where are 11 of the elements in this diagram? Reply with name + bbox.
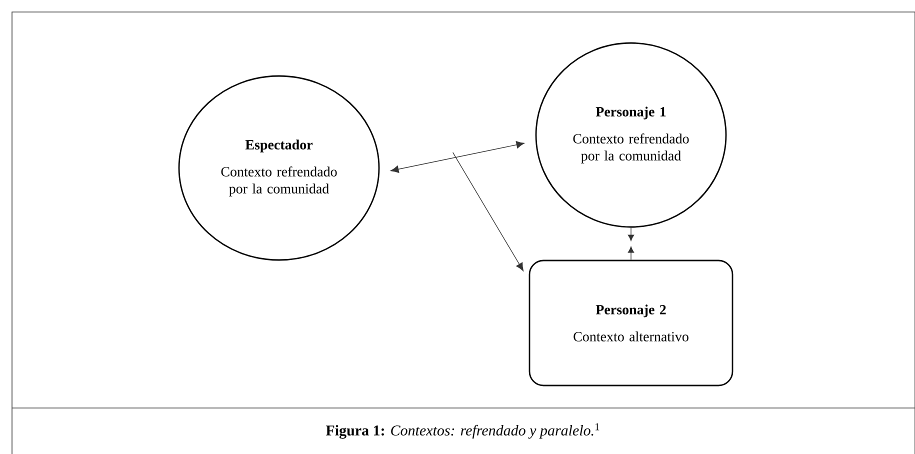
ellipse-node xyxy=(535,42,727,228)
node-text: Personaje 1 Contexto refrendado por la comunidad xyxy=(573,106,689,164)
arrow xyxy=(628,227,634,241)
arrow xyxy=(628,246,634,260)
rounded-box xyxy=(528,260,734,386)
node-text: Personaje 2 Contexto alternativo xyxy=(574,304,688,342)
ellipse-node xyxy=(178,75,380,261)
arrow xyxy=(390,141,524,173)
caption: Figura 1: Contextos: refrendado y paralelo.$^{1}$ xyxy=(326,423,600,439)
node-text: Espectador Contexto refrendado por la comunidad xyxy=(221,140,337,196)
arrow xyxy=(452,152,524,272)
